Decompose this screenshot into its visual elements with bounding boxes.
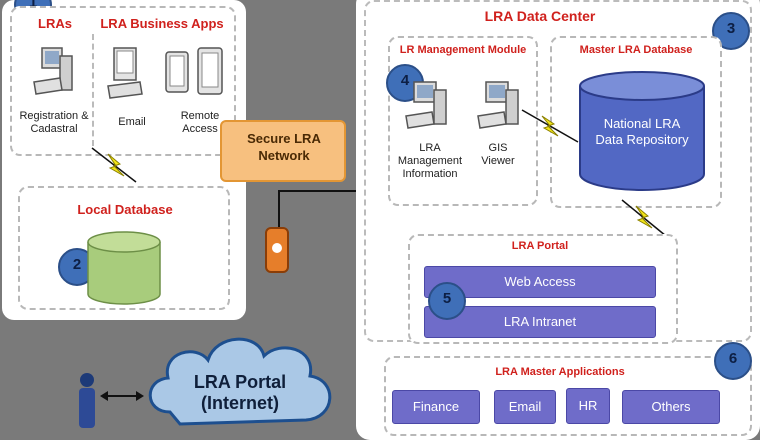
secure-network-label: Secure LRA Network (247, 131, 321, 163)
master-db-label: National LRA Data Repository (595, 116, 689, 147)
web-access-box: Web Access (424, 266, 656, 298)
app-finance: Finance (392, 390, 480, 424)
database-icon (87, 231, 161, 305)
app-email: Email (494, 390, 556, 424)
tablet-icon (165, 47, 223, 95)
mgmt-db-link-icon (521, 109, 579, 143)
master-db-title: Master LRA Database (579, 44, 693, 56)
management-computer-icon (405, 81, 447, 129)
firewall-icon (265, 227, 289, 273)
portal-badge: 5 (428, 282, 466, 320)
data-center-title: LRA Data Center (484, 8, 596, 24)
master-database-icon (579, 71, 705, 191)
internet-cloud-icon (148, 337, 332, 426)
gis-computer-icon (477, 81, 519, 129)
internet-cloud-label: LRA Portal (Internet) (160, 372, 320, 414)
network-connector (278, 190, 366, 192)
apps-divider (92, 34, 94, 146)
secure-network-box (220, 120, 346, 182)
local-db-title: Local Database (77, 202, 173, 217)
network-connector-vertical (278, 190, 280, 230)
business-apps-title: LRA Business Apps (100, 16, 224, 31)
cloud-line-1: LRA Portal (193, 372, 287, 392)
management-module-title: LR Management Module (399, 44, 527, 56)
email-computer-icon (107, 47, 143, 99)
email-label: Email (118, 116, 146, 128)
remote-access-label: Remote Access (180, 110, 220, 135)
user-icon (79, 373, 95, 428)
cloud-line-2: (Internet) (201, 393, 279, 413)
app-hr: HR (566, 388, 610, 424)
gis-viewer-label: GIS Viewer (481, 142, 515, 167)
app-others: Others (622, 390, 720, 424)
connection-link-icon (91, 147, 137, 183)
user-connection-arrow-icon (100, 391, 144, 401)
db-portal-link-icon (621, 199, 667, 237)
registration-label: Registration & Cadastral (19, 110, 89, 135)
lras-title: LRAs (38, 16, 72, 31)
master-apps-badge: 6 (714, 342, 752, 380)
master-apps-title: LRA Master Applications (495, 366, 625, 378)
portal-title: LRA Portal (511, 240, 569, 252)
management-info-label: LRA Management Information (397, 142, 463, 180)
computer-icon (33, 47, 73, 95)
